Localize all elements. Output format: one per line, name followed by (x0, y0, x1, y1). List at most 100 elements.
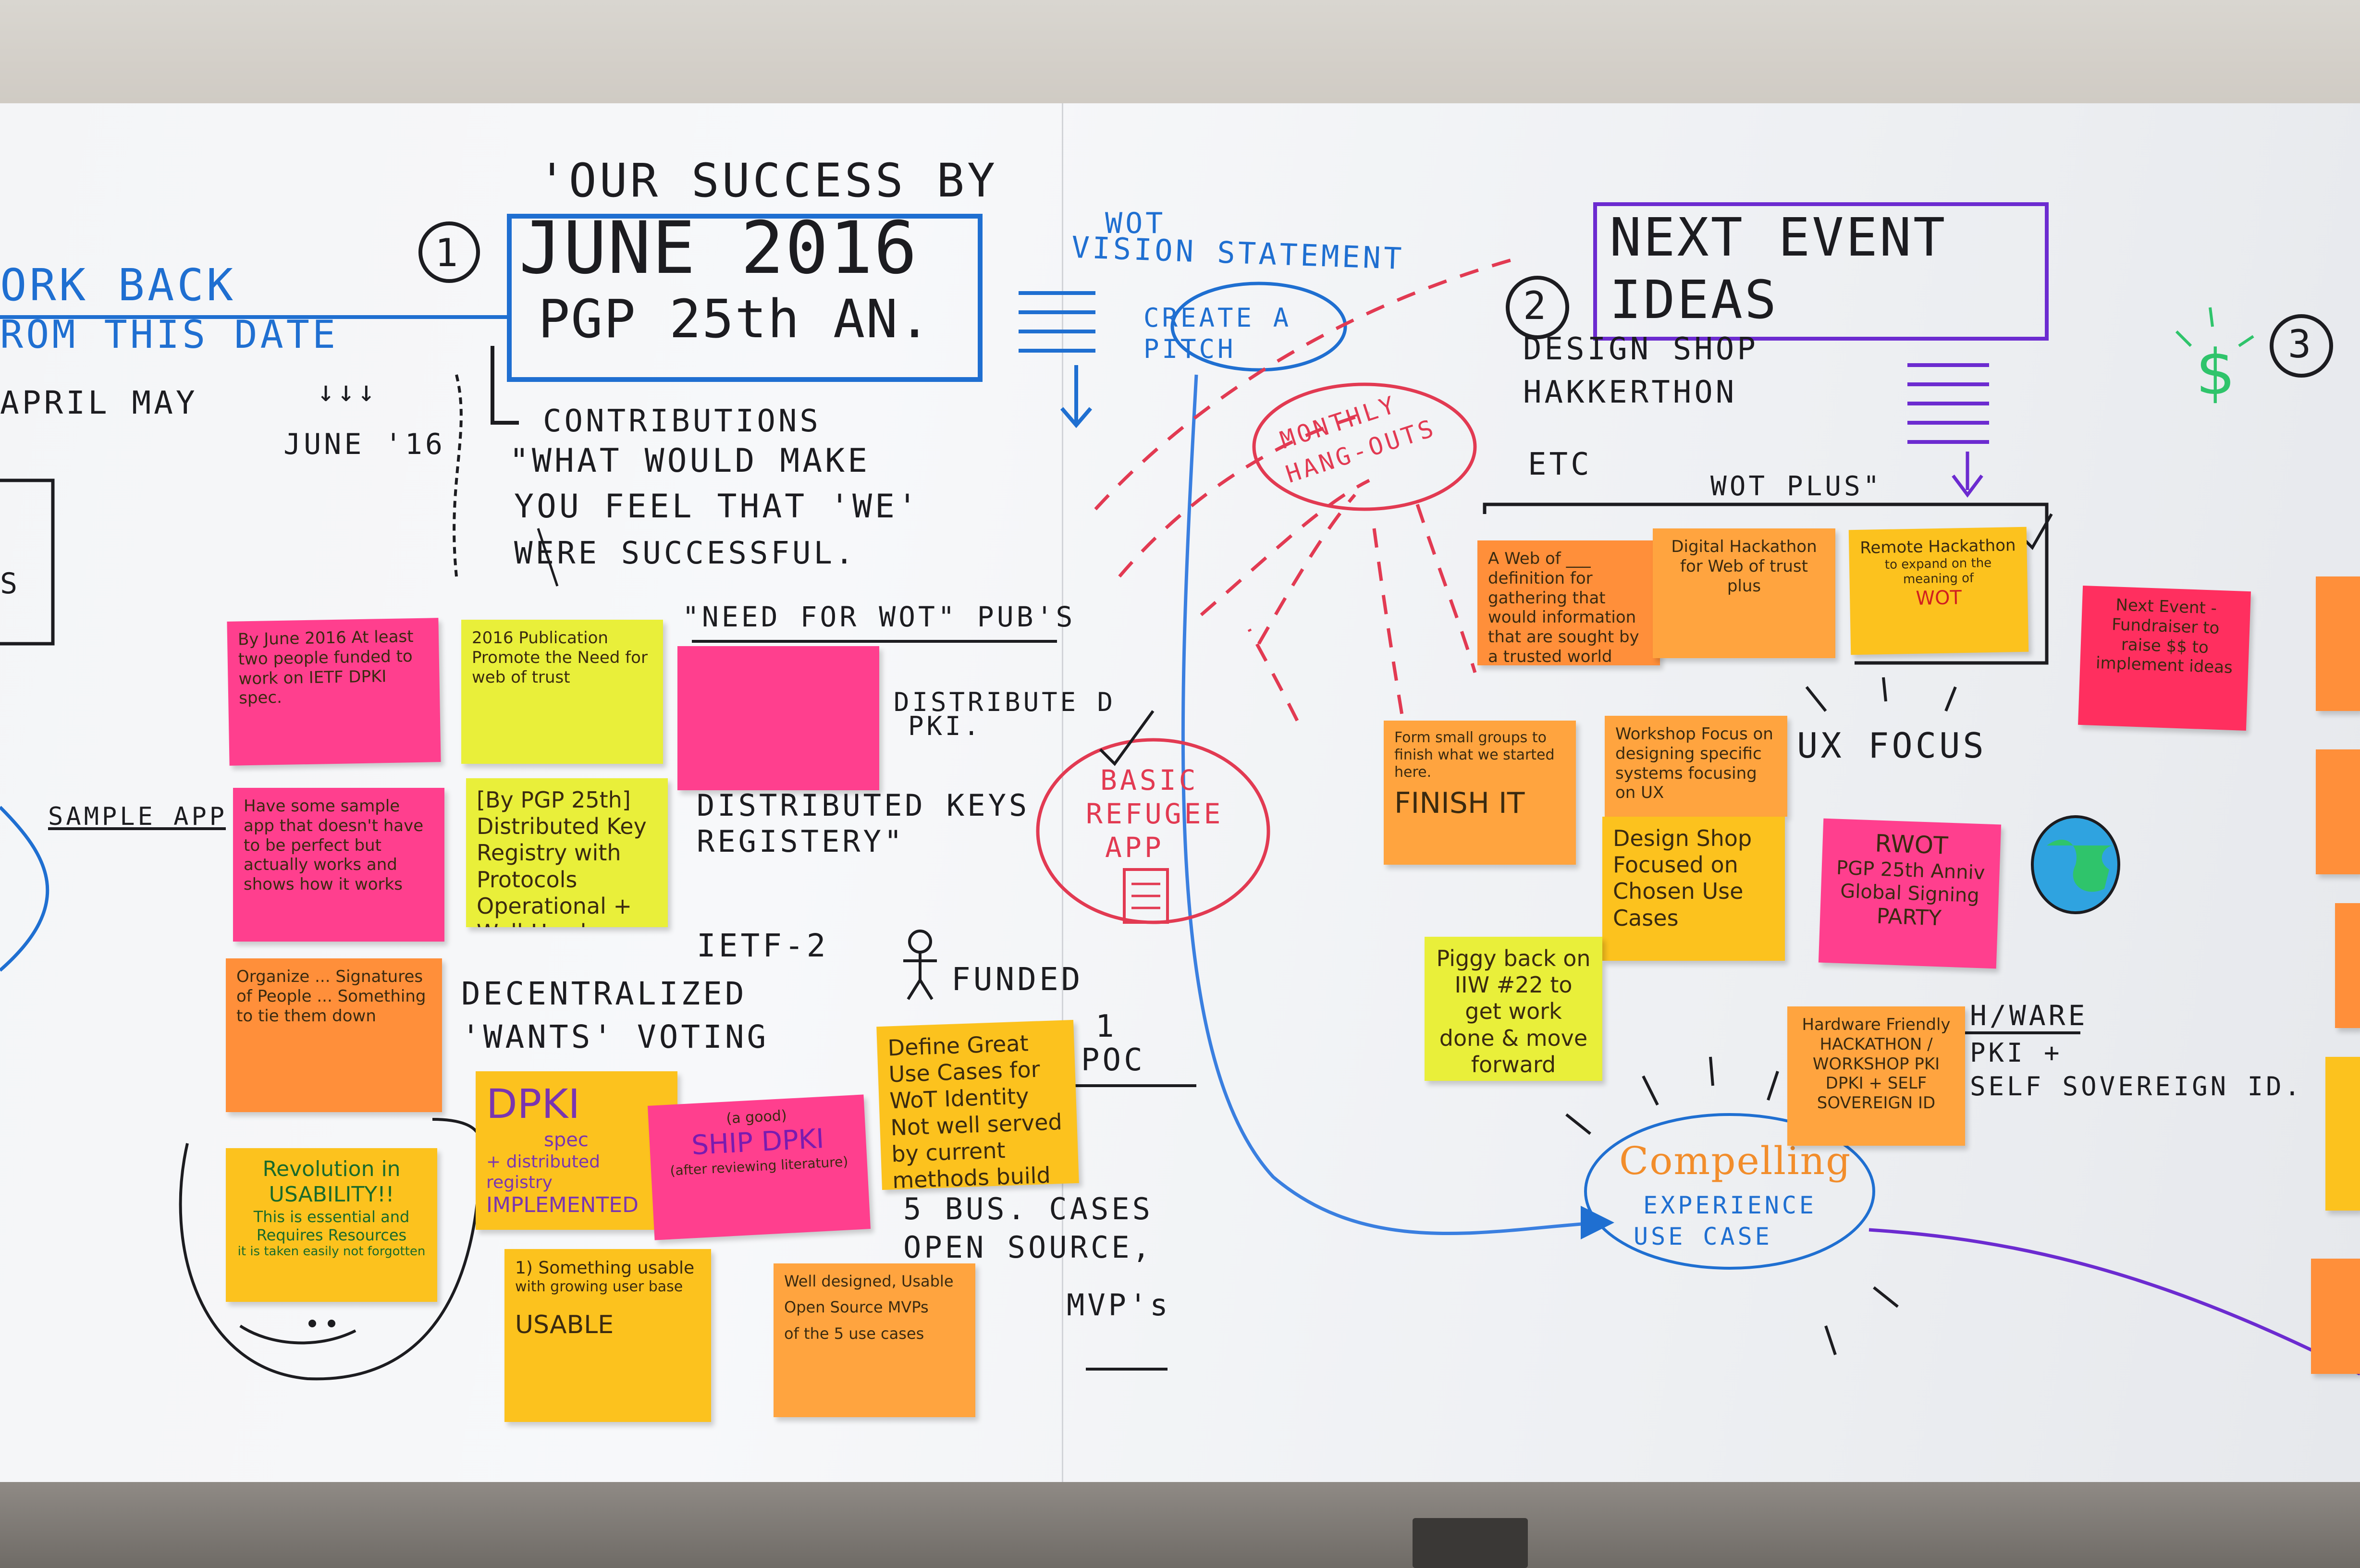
sample-app-label: SAMPLE APP (48, 802, 228, 831)
remote-line3: WOT (1916, 587, 1962, 610)
sticky-note-piggy-back: Piggy back on IIW #22 to get work done &… (1425, 937, 1602, 1081)
well-designed-line2: Open Source MVPs (784, 1298, 929, 1317)
work-back-label: ORK BACK (0, 259, 236, 311)
next-event-heading: NEXT EVENT (1610, 207, 1947, 268)
app-label: APP (1105, 831, 1164, 864)
compelling-label: Compelling (1619, 1139, 1852, 1183)
bus-cases-line2: OPEN SOURCE, (903, 1230, 1153, 1265)
wall (0, 0, 2360, 110)
bus-cases-line1: 5 BUS. CASES (903, 1191, 1153, 1226)
wants-voting-label: 'WANTS' VOTING (461, 1018, 769, 1055)
sticky-note-organize: Organize ... Signatures of People ... So… (226, 958, 442, 1112)
step-two-label: 2 (1523, 283, 1549, 328)
sticky-note-edge-orange-2 (2316, 749, 2360, 874)
distributed-keys-line2: REGISTERY" (697, 824, 905, 859)
smile-icon (239, 1324, 356, 1345)
down-arrow-icon (1060, 365, 1093, 429)
sticky-note-define-great: Define Great Use Cases for WoT Identity … (876, 1019, 1079, 1190)
usable-line2: with growing user base (515, 1278, 683, 1296)
wot-plus-label: WOT PLUS" (1710, 471, 1882, 502)
step-three-label: 3 (2288, 322, 2314, 367)
remote-line1: Remote Hackathon (1859, 536, 2016, 558)
red-rays (1094, 257, 1514, 722)
green-rays (2175, 307, 2254, 347)
funded-label: FUNDED (951, 961, 1083, 998)
sticky-note-rwot: RWOT PGP 25th Anniv Global Signing PARTY (1818, 818, 2002, 969)
step-two-circle (1506, 276, 1569, 339)
floor-shadow (0, 1482, 2360, 1568)
from-this-date-label: ROM THIS DATE (0, 312, 339, 357)
revolution-line1: Revolution in (262, 1157, 401, 1181)
self-sovereign-label: SELF SOVEREIGN ID. (1970, 1071, 2303, 1102)
check-icon (1099, 710, 1155, 766)
one-label: 1 (1095, 1009, 1117, 1044)
bus-cases-line3: MVP's (1067, 1287, 1171, 1323)
sticky-note-usable: 1) Something usable with growing user ba… (504, 1249, 711, 1422)
usable-line3: USABLE (515, 1311, 614, 1340)
well-designed-line1: Well designed, Usable (784, 1272, 954, 1290)
board-seam (1062, 103, 1063, 1482)
sticky-note-ship-dpki: (a good) SHIP DPKI (after reviewing lite… (647, 1094, 871, 1240)
use-case-label: USE CASE (1634, 1223, 1772, 1250)
finish-line1: Form small groups to finish what we star… (1394, 729, 1555, 781)
purple-list-lines (1907, 363, 1989, 444)
sticky-note-edge-orange (2316, 576, 2360, 711)
sticky-note-edge-orange-3 (2335, 903, 2360, 1028)
hakkerthon-label: HAKKERTHON (1523, 375, 1737, 410)
sticky-note-finish-it: Form small groups to finish what we star… (1384, 721, 1576, 865)
purple-curve (1868, 1228, 2360, 1376)
compelling-rays (1565, 1056, 1899, 1355)
sticky-note-edge-orange-4 (2311, 1259, 2360, 1374)
revolution-line5: it is taken easily not forgotten (237, 1244, 426, 1259)
well-designed-line3: of the 5 use cases (784, 1324, 924, 1343)
ideas-heading: IDEAS (1610, 269, 1779, 331)
contributions-label: CONTRIBUTIONS (543, 404, 821, 439)
june-16-label: JUNE '16 (283, 428, 445, 461)
dpki-title: DPKI (486, 1080, 580, 1127)
flow-curve (1181, 374, 1600, 1235)
june-2016-box (507, 214, 983, 382)
what-would-line3: WERE SUCCESSFUL. (514, 536, 857, 571)
sticky-note-edge-yellow (2325, 1057, 2360, 1211)
pgp-25-heading: PGP 25th AN. (538, 288, 932, 350)
etc-label: ETC (1528, 447, 1592, 482)
sticky-note-workshop: Workshop Focus on designing specific sys… (1605, 716, 1787, 817)
design-shop-label: DESIGN SHOP (1523, 331, 1758, 367)
revolution-line3: This is essential and (253, 1207, 410, 1226)
distributed-keys-line1: DISTRIBUTED KEYS (697, 788, 1030, 823)
ietf-label: IETF-2 (697, 927, 829, 964)
monthly-cloud (1252, 382, 1477, 511)
create-pitch-ellipse (1170, 282, 1347, 372)
rwot-line1: RWOT (1874, 829, 1949, 860)
revolution-line2: USABILITY!! (269, 1182, 394, 1207)
sticky-note-hardware: Hardware Friendly HACKATHON / WORKSHOP P… (1787, 1006, 1965, 1146)
sticky-note-sample-app: Have some sample app that doesn't have t… (233, 788, 444, 942)
down-arrows-icon: ↓↓↓ (317, 375, 378, 408)
compelling-cloud (1584, 1113, 1875, 1270)
need-for-wot-label: "NEED FOR WOT" PUB'S (682, 600, 1076, 633)
revolution-line4: Requires Resources (256, 1225, 407, 1244)
sticky-note-revolution: Revolution in USABILITY!! This is essent… (226, 1148, 437, 1302)
stick-figure-icon (903, 930, 937, 1000)
step-one-circle (418, 221, 480, 283)
ux-rays (1805, 677, 1957, 712)
s-fragment: S (0, 567, 21, 600)
sticky-note-pink-blank (677, 646, 879, 790)
sticky-note-remote-hackathon: Remote Hackathon to expand on the meanin… (1848, 527, 2029, 655)
what-would-line1: "WHAT WOULD MAKE (509, 442, 871, 480)
sticky-note-digital-hackathon: Digital Hackathon for Web of trust plus (1653, 528, 1835, 658)
eraser (1413, 1518, 1528, 1568)
sticky-note-key-registry: [By PGP 25th] Distributed Key Registry w… (466, 778, 668, 927)
sticky-note-design-shop: Design Shop Focused on Chosen Use Cases (1602, 817, 1785, 961)
sticky-note-dpki: DPKI spec + distributed registry IMPLEME… (476, 1071, 677, 1230)
sticky-note-publication: 2016 Publication Promote the Need for we… (461, 620, 663, 764)
wot-plus-bracket (1483, 502, 2049, 665)
refugee-label: REFUGEE (1086, 797, 1224, 830)
hware-label: H/WARE (1970, 999, 2088, 1032)
basic-label: BASIC (1100, 764, 1199, 796)
pki-plus-label: PKI + (1970, 1038, 2063, 1068)
document-icon (1123, 868, 1169, 924)
decentralized-label: DECENTRALIZED (461, 975, 747, 1012)
sticky-note-well-designed: Well designed, Usable Open Source MVPs o… (774, 1263, 975, 1417)
